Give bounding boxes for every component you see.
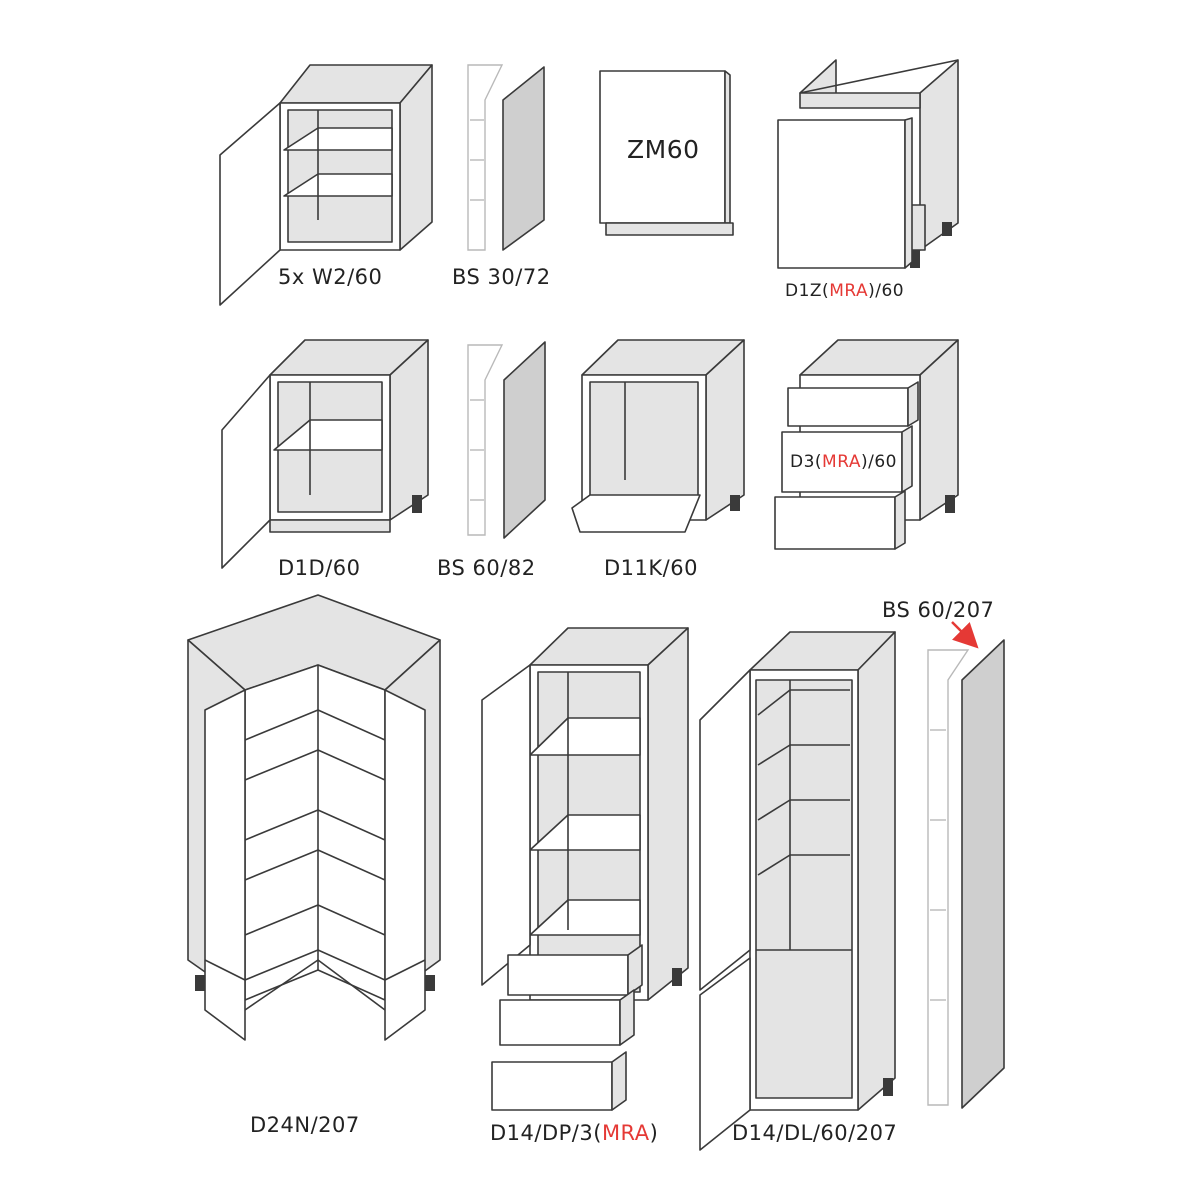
cabinet-d24n-207 xyxy=(187,594,441,1041)
label-bs-30-72: BS 30/72 xyxy=(452,265,551,289)
label-w2: 5x W2/60 xyxy=(278,265,382,289)
pointer-arrow xyxy=(951,621,979,649)
cabinet-d14-dp-3-mra xyxy=(481,627,689,1111)
label-zm60: ZM60 xyxy=(627,135,700,164)
label-bs-60-82: BS 60/82 xyxy=(437,556,536,580)
cabinet-d3-mra-60 xyxy=(774,339,959,550)
cabinet-d1z-mra-60 xyxy=(777,59,959,269)
label-bs-60-207: BS 60/207 xyxy=(882,598,994,622)
side-panel-bs-60-207 xyxy=(927,621,1005,1109)
cabinet-d14-dl-60-207 xyxy=(699,631,896,1151)
label-d3: D3(MRA)/60 xyxy=(790,452,897,472)
label-d1z: D1Z(MRA)/60 xyxy=(785,281,904,301)
label-d14-dl: D14/DL/60/207 xyxy=(732,1121,897,1145)
label-d14-dp: D14/DP/3(MRA) xyxy=(490,1121,658,1145)
front-panel-zm60 xyxy=(599,70,734,236)
cabinet-d11k-60 xyxy=(571,339,745,533)
side-panel-bs-30-72 xyxy=(467,64,545,251)
label-d1d: D1D/60 xyxy=(278,556,361,580)
label-d24n: D24N/207 xyxy=(250,1113,360,1137)
cabinet-w2-60 xyxy=(219,64,433,306)
side-panel-bs-60-82 xyxy=(467,341,546,539)
label-d11k: D11K/60 xyxy=(604,556,698,580)
cabinet-d1d-60 xyxy=(221,339,429,569)
